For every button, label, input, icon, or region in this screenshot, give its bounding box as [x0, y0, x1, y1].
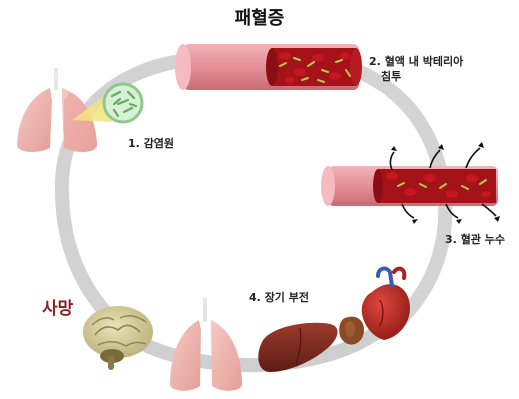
stage-4-label: 4. 장기 부전	[249, 290, 309, 305]
lungs-icon	[17, 68, 97, 152]
stage-3-text: 혈관 누수	[461, 233, 505, 246]
stage-2-text-line2: 침투	[369, 69, 463, 84]
stage-4-number: 4.	[249, 291, 261, 304]
lungs-failing-icon	[170, 298, 242, 391]
stage-1-number: 1.	[128, 137, 140, 150]
leaking-vessel-icon	[321, 142, 500, 224]
stage-1-label: 1. 감염원	[128, 136, 174, 151]
stage-2-number: 2.	[369, 55, 381, 68]
stage-2-text: 혈액 내 박테리아	[385, 55, 464, 68]
stage-4-text: 장기 부전	[265, 291, 309, 304]
stage-2-label: 2. 혈액 내 박테리아 침투	[369, 54, 463, 84]
stage-1-text: 감염원	[144, 137, 174, 150]
stage-3-number: 3.	[445, 233, 457, 246]
blood-vessel-bacteria-icon	[175, 44, 362, 90]
heart-icon	[362, 269, 410, 340]
brain-icon	[83, 306, 153, 370]
liver-icon	[258, 323, 337, 372]
death-label: 사망	[42, 294, 73, 319]
stage-3-label: 3. 혈관 누수	[445, 232, 505, 247]
bacteria-magnified-icon	[104, 84, 142, 122]
